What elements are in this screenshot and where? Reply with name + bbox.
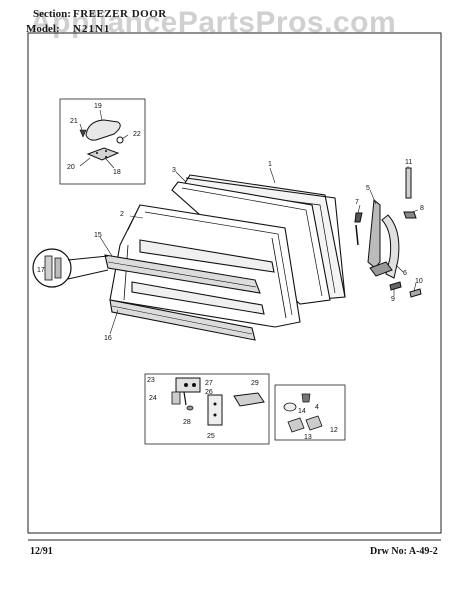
part-25-shape [207, 394, 223, 426]
part-label-16: 16 [104, 335, 112, 342]
model-label: Model: [26, 23, 60, 35]
part-label-19: 19 [94, 103, 102, 110]
part-label-18: 18 [113, 169, 121, 176]
footer-drawing-number: Drw No: A-49-2 [370, 546, 438, 557]
part-29-shape [233, 392, 265, 407]
part-9-shape [389, 281, 402, 291]
leader-lines [79, 109, 419, 335]
part-label-12: 12 [330, 427, 338, 434]
part-4-shape [301, 393, 311, 403]
part-label-17: 17 [37, 267, 45, 274]
part-13-shape [287, 417, 305, 433]
part-10-shape [409, 288, 422, 298]
part-label-27: 27 [205, 380, 213, 387]
part-22-shape [116, 136, 124, 144]
footer-date: 12/91 [30, 546, 53, 557]
part-8-shape [403, 211, 417, 219]
hinge-parts [354, 167, 422, 298]
part-label-10: 10 [415, 278, 423, 285]
inset-hinge-parts [144, 373, 270, 445]
part-label-6: 6 [403, 270, 407, 277]
part-12-shape [305, 415, 323, 431]
part-label-7: 7 [355, 199, 359, 206]
part-label-3: 3 [172, 167, 176, 174]
part-label-29: 29 [251, 380, 259, 387]
part-11-shape [405, 167, 412, 199]
part-18-shape [86, 147, 120, 161]
part-label-28: 28 [183, 419, 191, 426]
part-28-shape [186, 405, 194, 411]
part-label-2: 2 [120, 211, 124, 218]
part-label-4: 4 [315, 404, 319, 411]
section-label: Section: [33, 8, 71, 20]
part-7-shape [354, 212, 363, 223]
inset-small-parts [274, 384, 346, 441]
part-label-5: 5 [366, 185, 370, 192]
part-label-23: 23 [147, 377, 155, 384]
part-19-shape [85, 119, 121, 141]
part-label-25: 25 [207, 433, 215, 440]
door-assembly [104, 174, 346, 341]
part-21-shape [79, 129, 87, 138]
part-label-21: 21 [70, 118, 78, 125]
part-label-1: 1 [268, 161, 272, 168]
page-frame [27, 32, 442, 534]
detail-17-magnifier [32, 248, 109, 288]
part-label-11: 11 [405, 159, 412, 166]
part-label-22: 22 [133, 131, 141, 138]
part-label-15: 15 [94, 232, 102, 239]
section-value: FREEZER DOOR [73, 8, 167, 20]
part-14-shape [283, 402, 297, 412]
model-value: N21N1 [73, 23, 111, 35]
part-label-24: 24 [149, 395, 157, 402]
inset-hinge-cover [59, 98, 146, 185]
part-label-20: 20 [67, 164, 75, 171]
part-label-14: 14 [298, 408, 306, 415]
part-5-shape [367, 199, 381, 269]
part-label-8: 8 [420, 205, 424, 212]
part-number-labels: 1 2 3 4 5 6 7 8 9 10 11 12 13 14 15 16 1… [37, 103, 424, 441]
part-24-shape [171, 391, 181, 405]
part-label-26: 26 [205, 389, 213, 396]
part-label-13: 13 [304, 434, 312, 441]
part-6-shape [381, 214, 400, 279]
part-label-9: 9 [391, 296, 395, 303]
